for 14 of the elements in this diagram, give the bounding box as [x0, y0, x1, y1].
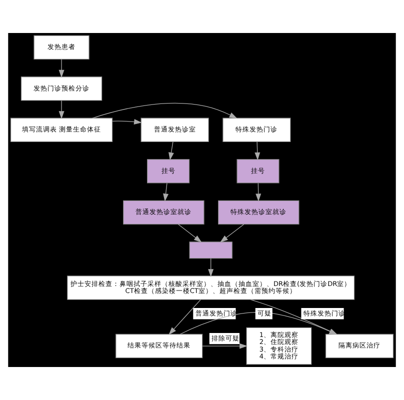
arrow	[220, 224, 244, 242]
arrow	[254, 142, 260, 160]
arrow	[112, 119, 142, 125]
arrow	[58, 59, 64, 78]
arrow	[208, 258, 214, 277]
arrow	[202, 343, 248, 349]
arrow	[168, 142, 174, 160]
arrow	[168, 299, 201, 335]
arrow	[178, 224, 202, 242]
arrow	[58, 100, 64, 120]
arrow	[92, 102, 238, 118]
arrow	[256, 182, 262, 202]
arrow	[163, 182, 168, 202]
node-box	[189, 242, 232, 259]
